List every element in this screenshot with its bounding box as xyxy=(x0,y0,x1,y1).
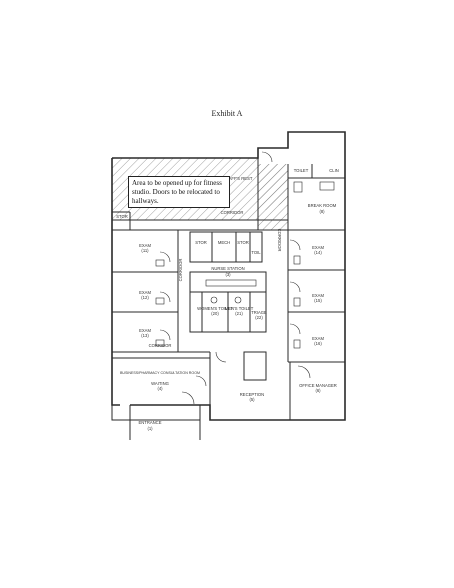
room-label-stor-top: STOR xyxy=(116,214,128,219)
room-label-toilet-small: TOIL xyxy=(251,250,261,255)
room-label-corridor-left: CORRIDOR xyxy=(178,259,183,282)
room-label-stor-right: STOR xyxy=(237,240,249,245)
room-label-exam-2: EXAM xyxy=(139,290,151,295)
room-label-exam-5: EXAM xyxy=(312,293,324,298)
room-number-womens-toilet: (20) xyxy=(211,311,219,316)
door-swings xyxy=(159,151,311,405)
room-label-triage: TRIAGE xyxy=(251,310,267,315)
callout-note: Area to be opened up for fitness studio.… xyxy=(128,176,230,208)
room-label-womens-toilet: WOMEN'S TOILET xyxy=(197,306,233,311)
room-number-exam-2: (12) xyxy=(141,295,149,300)
room-number-exam-5: (15) xyxy=(314,298,322,303)
room-label-clinic-top: CLIN xyxy=(329,168,339,173)
room-number-mens-toilet: (21) xyxy=(235,311,243,316)
interior-walls xyxy=(112,148,345,440)
room-number-exam-4: (14) xyxy=(314,250,322,255)
room-label-waiting-header: BUSINESS/PHARMACY CONSULTATION ROOM xyxy=(120,371,200,375)
room-number-triage: (22) xyxy=(255,315,263,320)
room-label-break-room: BREAK ROOM xyxy=(308,203,337,208)
room-label-exam-1: EXAM xyxy=(139,243,151,248)
room-label-office-manager: OFFICE MANAGER xyxy=(299,383,337,388)
room-label-reception: RECEPTION xyxy=(240,392,264,397)
exhibit-title: Exhibit A xyxy=(211,109,243,118)
room-number-reception: (5) xyxy=(249,397,255,402)
room-label-mech: MECH xyxy=(218,240,230,245)
room-label-nurse-station: NURSE STATION xyxy=(211,266,244,271)
room-number-entrance: (1) xyxy=(147,426,153,431)
room-label-exam-6: EXAM xyxy=(312,336,324,341)
fixtures xyxy=(155,181,335,349)
room-label-corridor-right: CORRIDOR xyxy=(277,229,282,252)
room-labels: TOILET CLIN STAFF'S REST BREAK ROOM (8) … xyxy=(116,168,339,431)
room-label-toilet-top: TOILET xyxy=(294,168,309,173)
room-label-staffs-rest: STAFF'S REST xyxy=(224,176,253,181)
room-label-corridor-mid: CORRIDOR xyxy=(149,343,172,348)
room-label-entrance: ENTRANCE xyxy=(138,420,161,425)
room-number-exam-1: (11) xyxy=(141,248,149,253)
room-label-mens-toilet: MEN'S TOILET xyxy=(225,306,254,311)
room-number-exam-6: (16) xyxy=(314,341,322,346)
room-label-exam-4: EXAM xyxy=(312,245,324,250)
room-number-break-room: (8) xyxy=(319,209,325,214)
room-number-exam-3: (13) xyxy=(141,333,149,338)
room-number-nurse-station: (3) xyxy=(225,272,231,277)
room-label-exam-3: EXAM xyxy=(139,328,151,333)
room-number-waiting: (4) xyxy=(157,386,163,391)
room-label-corridor-top: CORRIDOR xyxy=(221,210,244,215)
room-number-office-manager: (6) xyxy=(315,388,321,393)
room-label-stor-left: STOR xyxy=(195,240,207,245)
room-label-waiting: WAITING xyxy=(151,381,169,386)
